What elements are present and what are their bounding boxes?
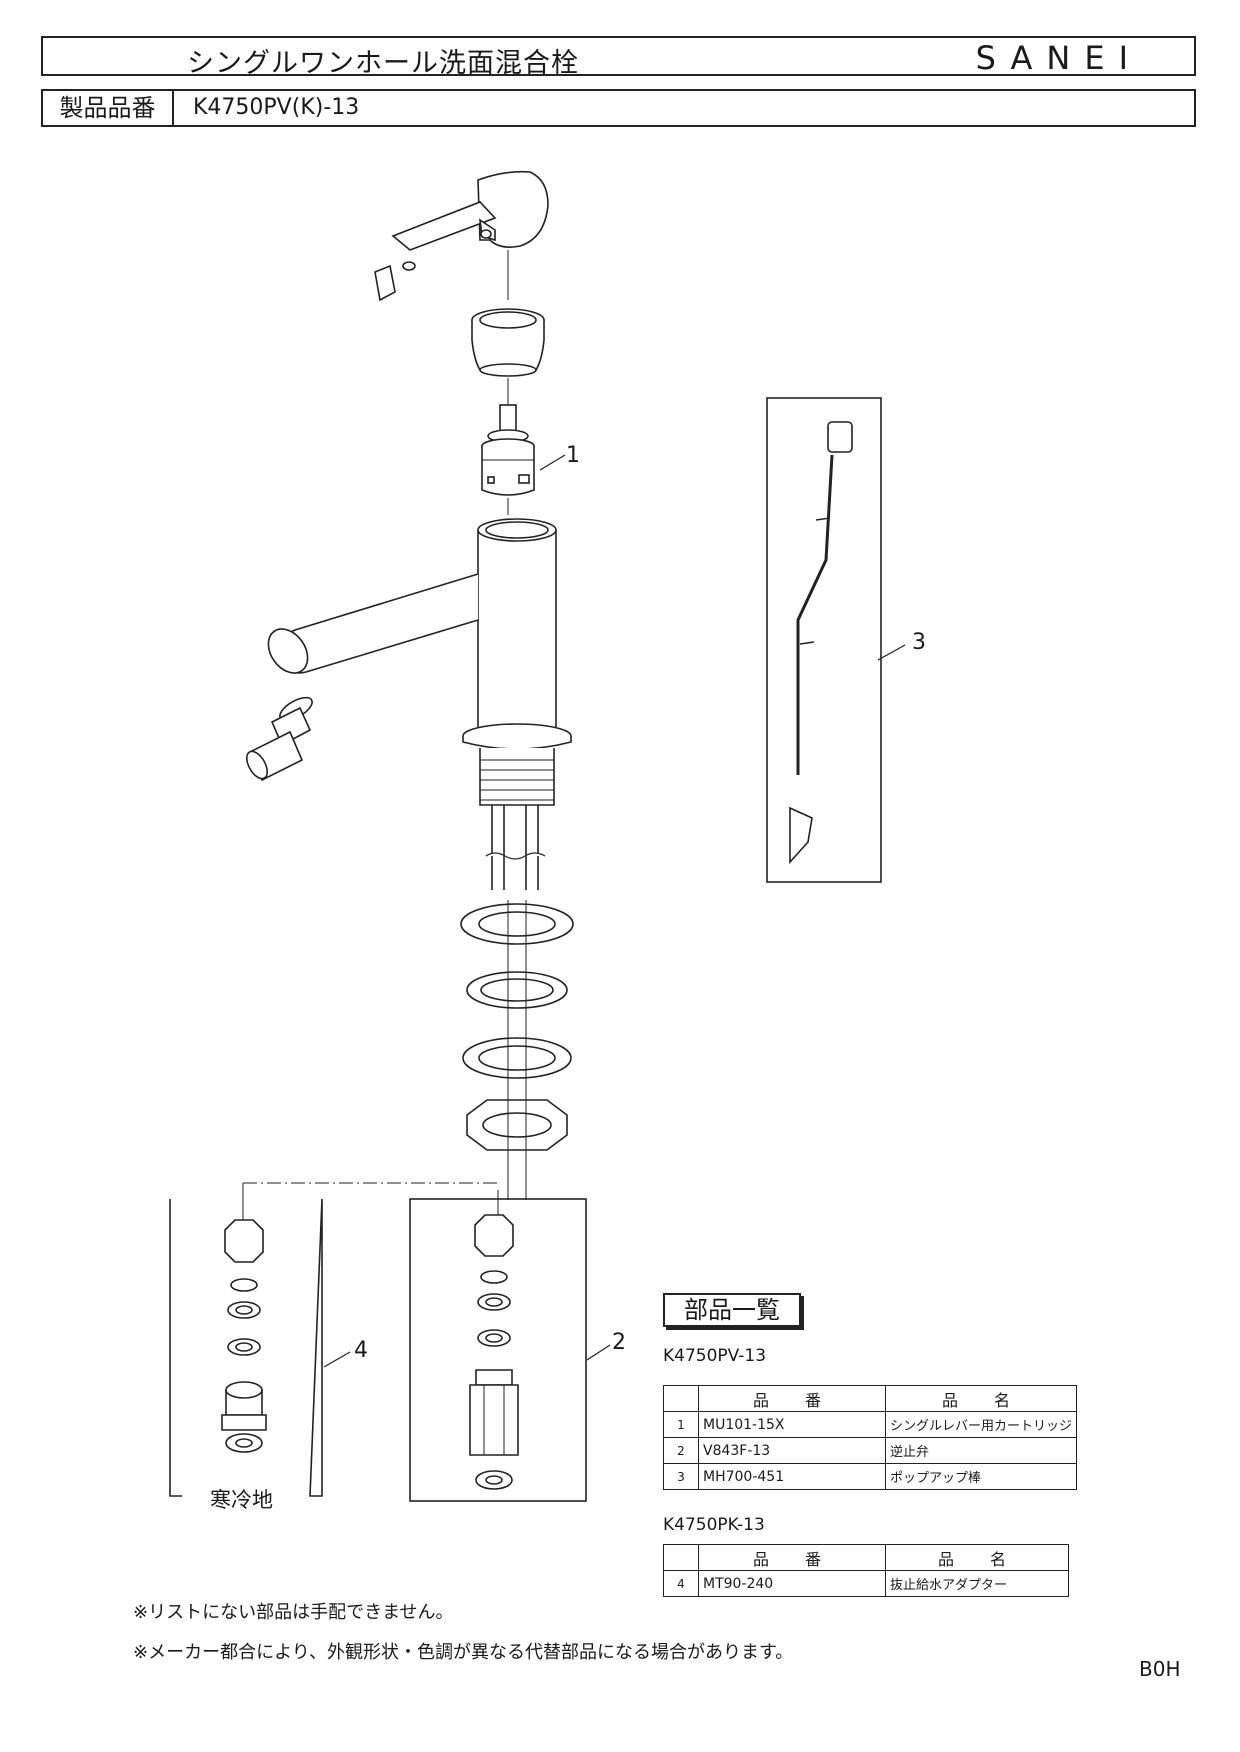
table-row: 1 MU101-15X シングルレバー用カートリッジ [663, 1411, 1078, 1438]
parts-group-model-2: K4750PK-13 [663, 1515, 765, 1535]
cold-region-assembly [169, 1198, 323, 1497]
aerator [245, 696, 313, 782]
mounting-washer-2 [466, 971, 568, 1009]
col-code-header: 品 番 [698, 1544, 886, 1571]
mounting-washer-1 [460, 903, 574, 945]
cartridge [481, 404, 535, 496]
faucet-body [267, 518, 572, 890]
callout-1: 1 [566, 443, 580, 468]
cold-region-label: 寒冷地 [210, 1488, 273, 1512]
cap-screw [374, 261, 416, 302]
parts-group-model-1: K4750PV-13 [663, 1346, 767, 1366]
col-name-header: 品 名 [885, 1544, 1069, 1571]
note-2: ※メーカー都合により、外観形状・色調が異なる代替部品になる場合があります。 [133, 1642, 794, 1663]
handle-adapter [471, 308, 545, 377]
model-number-label: 製品品番 [43, 91, 174, 125]
table-row: 2 V843F-13 逆止弁 [663, 1437, 1078, 1464]
page-title: シングルワンホール洗面混合栓 [187, 48, 579, 79]
parts-list-title: 部品一覧 [663, 1293, 801, 1327]
col-code-header: 品 番 [698, 1385, 886, 1412]
table-row: 4 MT90-240 抜止給水アダプター [663, 1570, 1069, 1597]
callout-3: 3 [912, 630, 926, 655]
col-name-header: 品 名 [884, 1385, 1078, 1412]
parts-table-1: 品 番 品 名 1 MU101-15X シングルレバー用カートリッジ 2 V84… [663, 1385, 1078, 1490]
mounting-washer-3 [462, 1037, 572, 1079]
model-number-bar: 製品品番 K4750PV(K)-13 [41, 89, 1196, 127]
lever-handle [391, 170, 549, 251]
brand-logo: SANEI [975, 39, 1142, 77]
corner-code: B0H [1139, 1657, 1181, 1681]
callout-4: 4 [354, 1338, 368, 1363]
check-valve-assembly [409, 1198, 587, 1502]
note-1: ※リストにない部品は手配できません。 [133, 1602, 454, 1623]
title-bar: シングルワンホール洗面混合栓 SANEI [41, 36, 1196, 79]
callout-2: 2 [612, 1330, 626, 1355]
mounting-nut [466, 1099, 568, 1151]
popup-rod-assembly [766, 397, 882, 883]
parts-table-2: 品 番 品 名 4 MT90-240 抜止給水アダプター [663, 1544, 1069, 1597]
model-number-value: K4750PV(K)-13 [193, 95, 360, 120]
table-row: 3 MH700-451 ポップアップ棒 [663, 1463, 1078, 1490]
